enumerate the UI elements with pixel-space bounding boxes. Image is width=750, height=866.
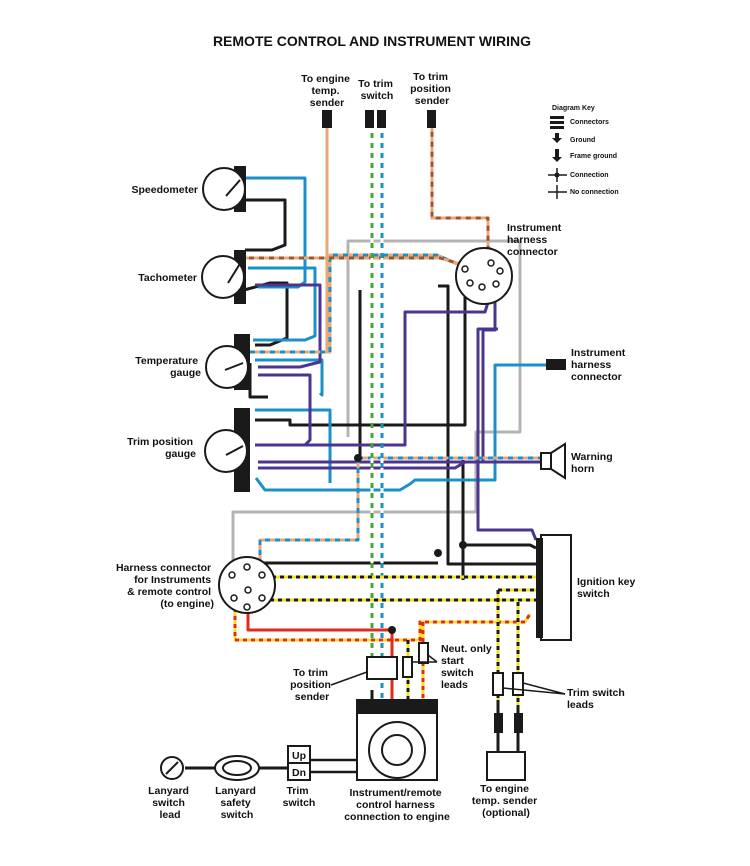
instrument-remote-harness-box [356,699,438,781]
wire-blue-temp [255,358,324,397]
wire-purple-bottom [258,300,497,464]
label-speedometer: Speedometer [131,184,198,196]
temperature-dial [205,345,249,389]
trim-position-dial [204,429,248,473]
trim-lead-connector-2 [514,713,523,733]
wire-blue-trim [255,408,332,483]
tachometer-dial [201,255,245,299]
label-trim-position-sender-top: To trim position sender [410,71,454,107]
wire-tan-blue-dash [250,253,461,354]
instrument-harness-connector-round [455,247,513,305]
trim-switch-lead-2 [512,672,524,696]
lanyard-switch-lead [160,756,184,780]
label-harness-connector: Harness connector for Instruments & remo… [116,562,214,610]
wire-purple-temp [258,373,312,447]
engine-temp-sender-box [486,751,526,781]
wire-brown-dash [244,128,490,272]
label-trim-switch: Trim switch [283,785,316,809]
wire-yellow-3-dash [233,600,532,642]
label-to-trim-position-sender: To trim position sender [290,667,334,703]
diagram-key: Diagram Key Connectors Ground Frame grou… [548,105,619,199]
wire-tan-blue-3-dash [258,458,360,564]
label-ignition-key-switch: Ignition key switch [577,576,638,600]
connector-trim-switch-2 [377,110,386,128]
speedometer-dial [202,167,246,211]
trim-dn-label: Dn [292,767,306,779]
label-lanyard-switch-lead: Lanyard switch lead [148,785,192,821]
label-instrument-harness-connector-1: Instrument harness connector [507,222,564,258]
instrument-harness-connector-right [546,359,566,370]
label-trim-switch-top: To trim switch [358,78,396,102]
wire-tan-blue [250,253,461,354]
gauges [201,166,250,492]
wire-black-to-ignition [438,284,536,566]
trim-position-sender-box [366,656,398,680]
wire-black-tach [243,281,289,347]
neut-start-switch-lead-1 [402,656,413,678]
key-connectors: Connectors [570,119,609,126]
trim-position-needle [225,445,244,456]
trim-up-label: Up [292,750,306,762]
trim-switch-up-dn: Up Dn [287,745,311,781]
label-lanyard-safety-switch: Lanyard safety switch [215,785,259,821]
trim-switch-lead-1 [492,672,504,696]
connection-dots [354,454,467,634]
wire-blue-speedo [242,176,307,289]
label-tachometer: Tachometer [138,272,197,284]
wire-blue-tach [248,266,317,342]
diagram-key-title: Diagram Key [552,105,595,112]
trim-lead-connector-1 [494,713,503,733]
wire-trimsw-box [310,758,357,774]
wires [185,128,548,774]
wire-gray [231,239,522,562]
wire-purple-tach [255,283,322,369]
label-warning-horn: Warning horn [571,451,616,475]
connection-dot [459,541,467,549]
temperature-needle [224,362,244,371]
label-neut-only: Neut. only start switch leads [441,643,495,691]
leader-lines [330,654,566,695]
key-no-connection: No connection [570,189,619,196]
key-frame-ground: Frame ground [570,153,617,160]
round-connector-body [455,247,513,305]
key-connection: Connection [570,172,609,179]
warning-horn [540,442,566,480]
label-engine-temp-sender-top: To engine temp. sender [301,73,353,109]
tachometer-needle [227,261,242,284]
neut-start-switch-lead-2 [418,642,429,664]
label-instrument-remote-harness: Instrument/remote control harness connec… [344,787,450,823]
speedometer-needle [225,179,241,197]
connection-dot [388,626,396,634]
wire-black-speedo [243,198,287,252]
label-instrument-harness-connector-2: Instrument harness connector [571,347,628,383]
wire-purple-right [476,327,538,541]
key-ground: Ground [570,137,595,144]
top-connectors [322,110,436,128]
label-trim-position-gauge: Trim position gauge [127,436,196,460]
label-trim-switch-leads: Trim switch leads [567,687,628,711]
diagram-title: REMOTE CONTROL AND INSTRUMENT WIRING [213,33,531,49]
wire-blue-bottom [254,363,548,492]
label-temperature-gauge: Temperature gauge [135,355,201,379]
harness-connector-lower [218,556,276,614]
connector-engine-temp [322,110,332,128]
connector-trim-switch-1 [365,110,374,128]
connection-dot [434,549,442,557]
lanyard-safety-switch [214,755,260,781]
connection-dot [354,454,362,462]
wire-black-horn [463,543,537,550]
label-engine-temp-sender-optional: To engine temp. sender (optional) [472,783,540,819]
connector-trim-position [427,110,436,128]
text-labels: To engine temp. sender To trim switch To… [116,71,638,823]
ignition-key-switch [536,534,572,641]
